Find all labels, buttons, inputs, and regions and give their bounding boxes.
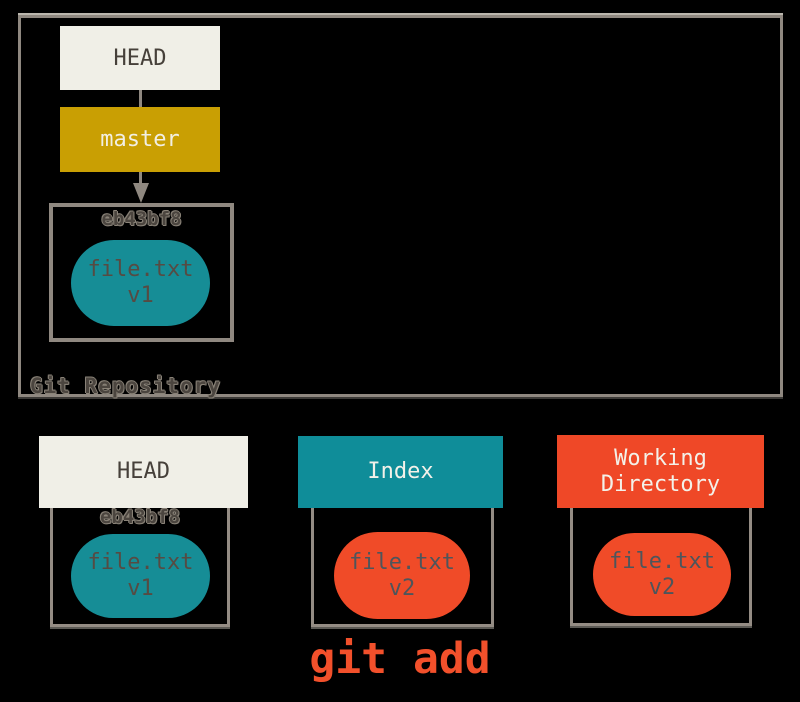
blob-file-version: v1 — [127, 576, 154, 601]
head-area-label: HEAD — [117, 459, 170, 484]
git-add-caption: git add — [309, 634, 491, 684]
index-area-header: Index — [298, 436, 503, 508]
index-area-blob: file.txt v2 — [334, 532, 470, 619]
head-ref-node: HEAD — [60, 26, 220, 90]
blob-file-version: v2 — [648, 574, 676, 600]
head-area-header: HEAD — [39, 436, 248, 508]
master-to-commit-line — [139, 172, 142, 184]
blob-file-version: v1 — [127, 283, 154, 308]
head-to-master-line — [139, 90, 142, 107]
blob-file-name: file.txt — [609, 548, 715, 574]
index-area-box — [311, 508, 494, 627]
head-ref-label: HEAD — [113, 45, 167, 71]
git-repository-label: Git Repository — [30, 374, 222, 398]
blob-file-name: file.txt — [87, 550, 194, 575]
arrowhead-down-icon — [133, 183, 149, 203]
blob-file-version: v2 — [388, 575, 416, 601]
blob-file-name: file.txt — [349, 549, 455, 575]
head-area-commit-id: eb43bf8 — [99, 506, 181, 528]
commit-id-label: eb43bf8 — [101, 208, 182, 230]
working-directory-area-blob: file.txt v2 — [593, 533, 731, 616]
head-area-box — [50, 508, 230, 627]
head-area-blob: file.txt v1 — [71, 534, 210, 618]
master-branch-label: master — [100, 127, 180, 152]
commit-box — [49, 203, 234, 342]
git-repository-box — [18, 15, 783, 397]
master-branch-node: master — [60, 107, 220, 172]
working-directory-area-label: Working Directory — [600, 445, 721, 497]
blob-file-name: file.txt — [87, 257, 194, 282]
index-area-label: Index — [367, 459, 434, 484]
working-directory-area-header: Working Directory — [557, 435, 764, 508]
working-directory-area-box — [570, 508, 752, 626]
commit-blob: file.txt v1 — [71, 240, 210, 326]
